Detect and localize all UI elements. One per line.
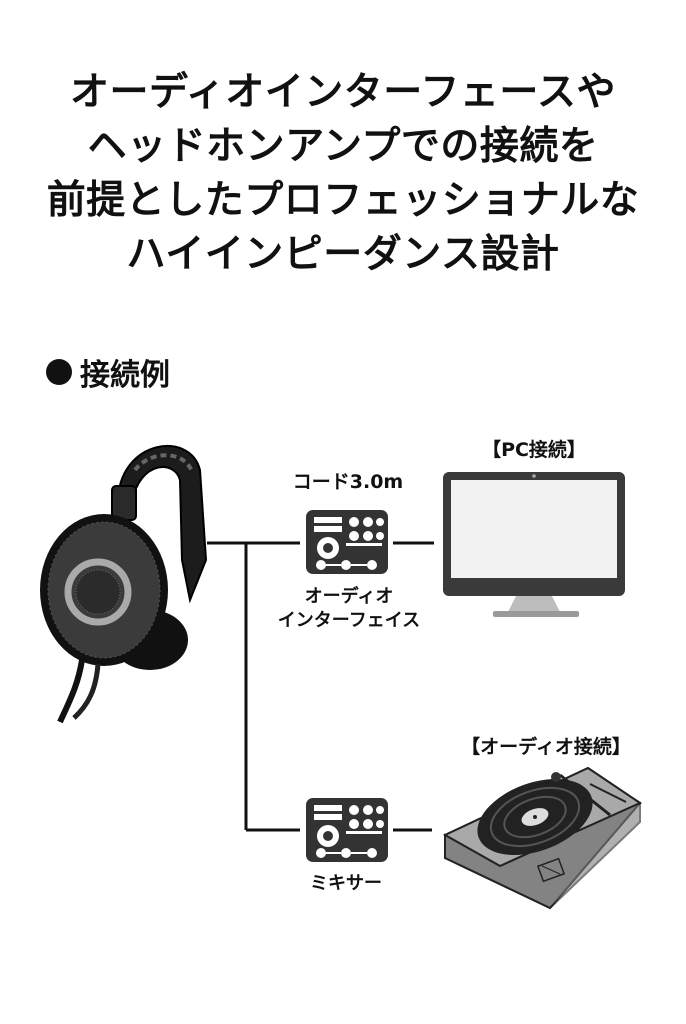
cable-length-label: コード3.0m <box>292 471 404 493</box>
headline: オーディオインターフェースや ヘッドホンアンプでの接続を 前提としたプロフェッシ… <box>0 66 686 282</box>
headline-line-2: ヘッドホンアンプでの接続を <box>87 124 599 169</box>
headphone-icon <box>40 445 208 724</box>
turntable-icon <box>442 766 643 910</box>
interface-label-line-1: オーディオ <box>304 586 394 607</box>
mixer-label: ミキサー <box>310 873 382 894</box>
bullet-dot-icon <box>46 359 72 385</box>
headline-line-3: 前提としたプロフェッショナルな <box>46 178 640 223</box>
section-title: 接続例 <box>46 350 170 394</box>
audio-interface-icon <box>306 510 388 574</box>
pc-monitor-icon <box>443 472 625 617</box>
audio-connection-label: 【オーディオ接続】 <box>461 736 631 758</box>
interface-label-line-2: インターフェイス <box>277 610 421 631</box>
pc-connection-label: 【PC接続】 <box>482 439 586 461</box>
section-title-text: 接続例 <box>80 358 170 393</box>
connection-lines <box>207 541 434 832</box>
headline-line-4: ハイインピーダンス設計 <box>126 232 560 277</box>
headline-line-1: オーディオインターフェースや <box>70 70 616 115</box>
mixer-icon <box>306 798 388 862</box>
